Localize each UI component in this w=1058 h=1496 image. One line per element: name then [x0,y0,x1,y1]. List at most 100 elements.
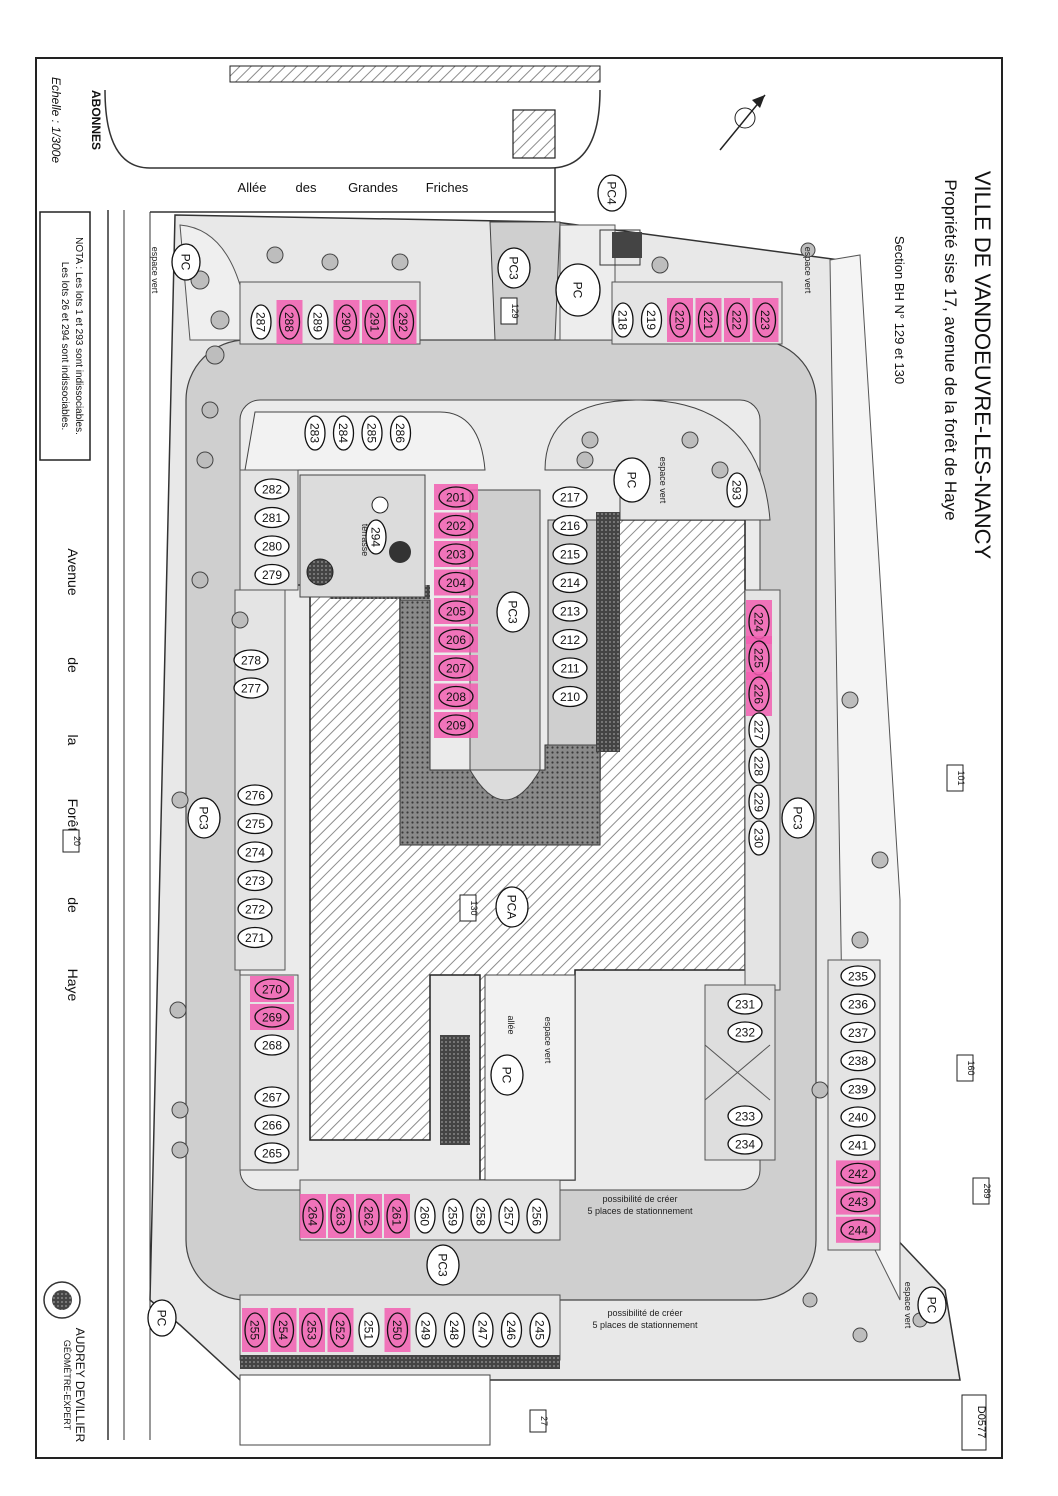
lot-marker-223 [754,302,777,338]
avenue-word-5: de [65,897,81,913]
lot-205: 205 [434,598,478,624]
lot-211: 211 [552,657,588,679]
lot-206: 206 [434,626,478,653]
lot-number-211: 211 [560,662,579,676]
lot-highlight-253 [299,1308,325,1352]
lot-marker-293 [726,472,748,508]
lot-highlight-290 [333,300,360,344]
lot-number-230: 230 [752,828,766,848]
lot-marker-272 [237,898,273,920]
lot-marker-261 [386,1198,408,1234]
lot-highlight-202 [434,512,478,539]
lot-marker-281 [254,506,290,529]
lot-281: 281 [254,506,290,529]
lot-223: 223 [752,298,779,342]
lot-highlight-264 [300,1194,326,1238]
lot-marker-287 [250,304,272,340]
lot-marker-271 [237,926,273,949]
lot-marker-235 [840,965,876,987]
lot-234: 234 [727,1133,763,1155]
lot-number-289: 289 [311,312,325,332]
lot-268: 268 [254,1034,290,1056]
lot-number-224: 224 [752,612,766,632]
common-part-pc3-7: PC3 [496,591,530,633]
lot-highlight-205 [434,598,478,624]
lot-212: 212 [552,628,588,651]
lot-marker-257 [498,1198,520,1234]
lot-marker-240 [840,1106,876,1128]
common-part-pc-3: PC [490,1054,524,1096]
lot-highlight-270 [250,976,294,1002]
lot-230: 230 [748,820,770,856]
lot-highlight-255 [242,1308,268,1352]
lot-number-258: 258 [474,1206,488,1226]
lot-marker-215 [552,543,588,565]
lot-marker-210 [552,685,588,708]
lot-number-262: 262 [362,1206,376,1226]
lot-number-249: 249 [419,1320,433,1340]
lot-marker-236 [840,993,876,1015]
lot-243: 243 [836,1188,880,1215]
lot-marker-208 [438,685,474,708]
lot-number-286: 286 [393,423,407,443]
lot-marker-220 [669,302,691,338]
lot-number-248: 248 [447,1320,461,1340]
lot-284: 284 [332,415,355,451]
lot-number-243: 243 [848,1195,868,1209]
lot-271: 271 [237,926,273,949]
lot-220: 220 [667,298,693,342]
lot-highlight-243 [836,1188,880,1215]
common-part-marker-3 [490,1054,524,1096]
document-reference: D0577 [975,1406,987,1438]
lot-number-201: 201 [446,491,466,505]
lot-294: 294 [365,519,387,555]
lot-number-247: 247 [476,1320,490,1340]
lot-marker-283 [304,415,326,451]
lot-highlight-252 [327,1308,354,1352]
lot-292: 292 [390,300,417,344]
lot-227: 227 [748,712,770,748]
common-part-label-10: PC3 [436,1253,450,1277]
lot-276: 276 [237,784,273,806]
lots-layer: 2012022032042052062072082092102112122132… [233,298,880,1352]
common-part-label-1: PC [571,282,585,299]
lot-marker-234 [727,1133,763,1155]
lot-256: 256 [526,1198,548,1234]
lot-number-264: 264 [306,1206,320,1226]
lot-marker-237 [840,1021,876,1044]
lot-number-260: 260 [418,1206,432,1226]
lot-marker-276 [237,784,273,806]
parcel-labels: 101 160 289 129 130 20 27 [62,297,992,1433]
lot-marker-219 [640,302,663,338]
avenue-word-4: Forêt [65,799,81,832]
lot-marker-206 [438,628,474,651]
espace-vert-label-5: espace vert [903,1282,913,1329]
lot-number-280: 280 [262,540,282,554]
lot-number-209: 209 [446,719,466,733]
lot-number-271: 271 [245,931,265,945]
lot-marker-273 [237,869,273,892]
lot-highlight-226 [746,672,772,716]
lot-highlight-244 [836,1216,880,1243]
lot-marker-244 [840,1219,876,1241]
lot-273: 273 [237,869,273,892]
lot-number-228: 228 [752,756,766,776]
lot-highlight-269 [250,1004,294,1030]
lot-marker-262 [358,1198,380,1234]
lot-number-252: 252 [333,1320,347,1340]
lot-marker-289 [307,304,329,340]
lot-number-240: 240 [848,1111,868,1125]
common-part-pc-2: PC [613,457,651,503]
common-part-label-8: PC3 [197,806,211,830]
parcel-129: 129 [510,303,520,318]
common-part-label-4: PC [155,1310,169,1327]
lot-number-212: 212 [560,633,580,647]
lot-285: 285 [361,415,383,451]
lot-highlight-206 [434,626,478,653]
lot-marker-207 [438,657,474,679]
lot-marker-279 [254,563,290,586]
lot-number-219: 219 [644,310,658,330]
lot-number-221: 221 [701,310,715,330]
property-address: Propriété sise 17, avenue de la forêt de… [941,179,960,520]
